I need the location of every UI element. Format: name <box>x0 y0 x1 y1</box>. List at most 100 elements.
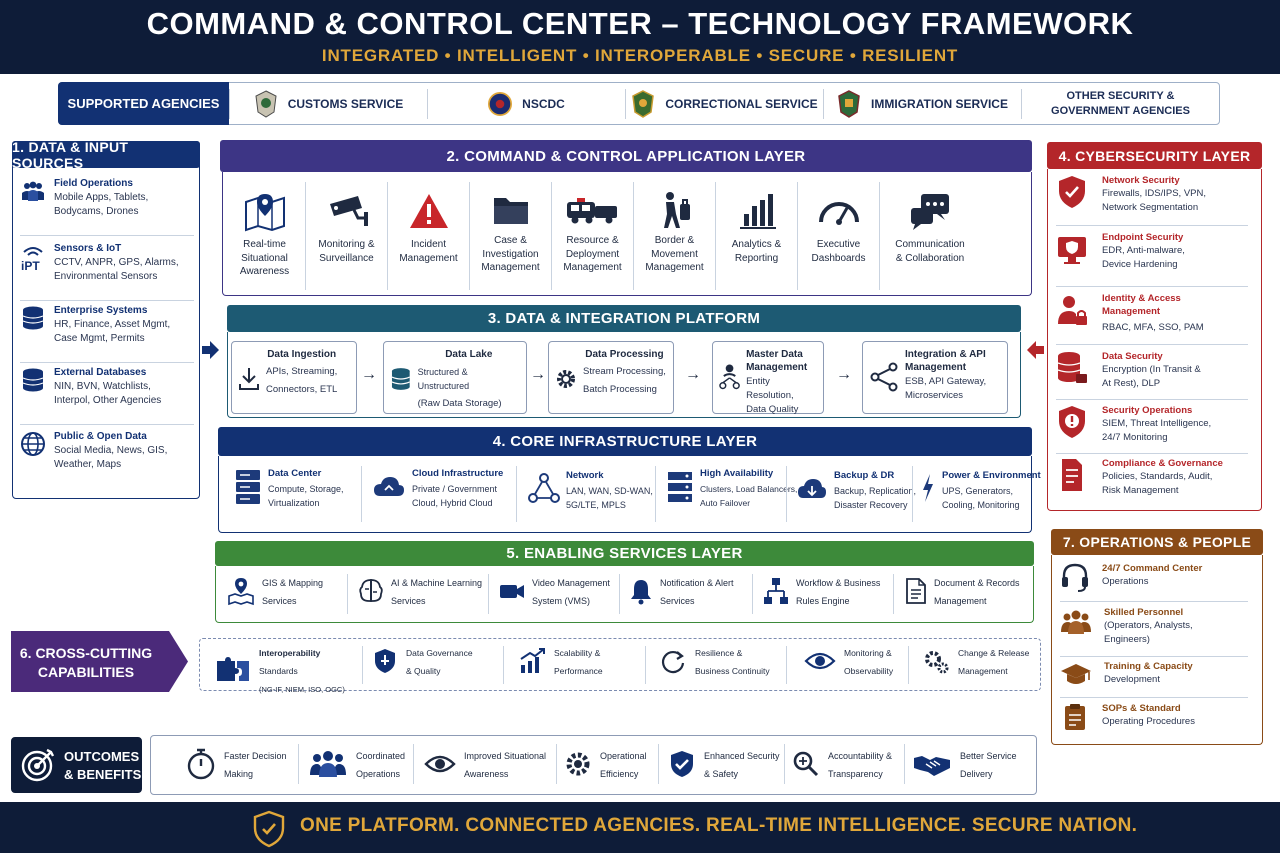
capability-data-governance[interactable]: Data Governance& Quality <box>372 643 473 679</box>
shield-check-icon <box>1059 176 1085 208</box>
service-label-2: Management <box>934 596 987 606</box>
infra-desc-2: 5G/LTE, MPLS <box>566 500 626 510</box>
footer-tagline: ONE PLATFORM. CONNECTED AGENCIES. REAL-T… <box>300 815 1138 836</box>
share-nodes-icon <box>870 362 898 392</box>
folder-icon <box>493 198 528 224</box>
outcome-enhanced-security[interactable]: Enhanced Security& Safety <box>668 746 780 782</box>
divider <box>362 646 363 684</box>
capability-scalability[interactable]: Scalability &Performance <box>518 643 603 679</box>
agency-nscdc[interactable]: NSCDC <box>427 88 625 119</box>
app-label-1: Analytics & <box>731 239 782 250</box>
warning-icon <box>409 194 448 228</box>
person-network-icon <box>719 364 740 390</box>
server-stack-icon <box>668 472 692 502</box>
ops-skilled-personnel[interactable]: Skilled Personnel(Operators, Analysts,En… <box>1060 606 1248 657</box>
cyber-desc-2: Device Hardening <box>1102 258 1178 270</box>
outcome-accountability[interactable]: Accountability &Transparency <box>792 746 892 782</box>
app-monitoring-surveillance[interactable]: Monitoring &Surveillance <box>306 182 388 290</box>
cross-cutting-label-2: CAPABILITIES <box>37 664 135 680</box>
data-platform-panel <box>227 332 1021 418</box>
source-desc-2: Case Mgmt, Permits <box>54 333 145 344</box>
cyber-title: 4. CYBERSECURITY LAYER <box>1047 142 1262 169</box>
capability-label-2: Business Continuity <box>695 666 770 676</box>
ops-people-title: 7. OPERATIONS & PEOPLE <box>1051 529 1263 555</box>
flow-arrow-icon: → <box>530 366 546 383</box>
divider <box>904 744 905 784</box>
divider <box>893 574 894 614</box>
agency-customs[interactable]: CUSTOMS SERVICE <box>229 88 427 119</box>
graduation-cap-icon <box>1061 664 1091 684</box>
service-label-2: Services <box>660 596 695 606</box>
infra-title: High Availability <box>700 468 774 479</box>
source-desc-2: Weather, Maps <box>54 459 122 470</box>
cyber-desc-1: Firewalls, IDS/IPS, VPN, <box>1102 188 1206 199</box>
infra-title: Cloud Infrastructure <box>412 468 504 479</box>
agency-immigration[interactable]: IMMIGRATION SERVICE <box>823 88 1021 119</box>
capability-monitoring[interactable]: Monitoring &Observability <box>804 643 893 679</box>
agency-label: CUSTOMS SERVICE <box>287 96 404 111</box>
handshake-icon <box>914 756 950 776</box>
app-label-2: Reporting <box>734 252 779 264</box>
platform-title-2: Management <box>905 362 967 373</box>
agency-correctional[interactable]: CORRECTIONAL SERVICE <box>625 88 823 119</box>
divider <box>361 466 362 522</box>
app-analytics-reporting[interactable]: Analytics & Reporting <box>716 182 798 290</box>
infra-desc-2: Cooling, Monitoring <box>942 500 1020 510</box>
capability-resilience[interactable]: Resilience &Business Continuity <box>659 643 770 679</box>
outcome-label-2: & Safety <box>704 769 739 779</box>
divider <box>516 466 517 522</box>
app-label-2: Dashboards <box>811 252 866 264</box>
app-communication-collaboration[interactable]: Communication& Collaboration <box>880 182 980 290</box>
infra-title: Network <box>566 470 604 481</box>
divider <box>655 466 656 522</box>
app-label-3: Management <box>645 262 704 273</box>
agency-other[interactable]: OTHER SECURITY &GOVERNMENT AGENCIES <box>1021 88 1219 119</box>
platform-desc-2: Microservices <box>905 390 964 401</box>
